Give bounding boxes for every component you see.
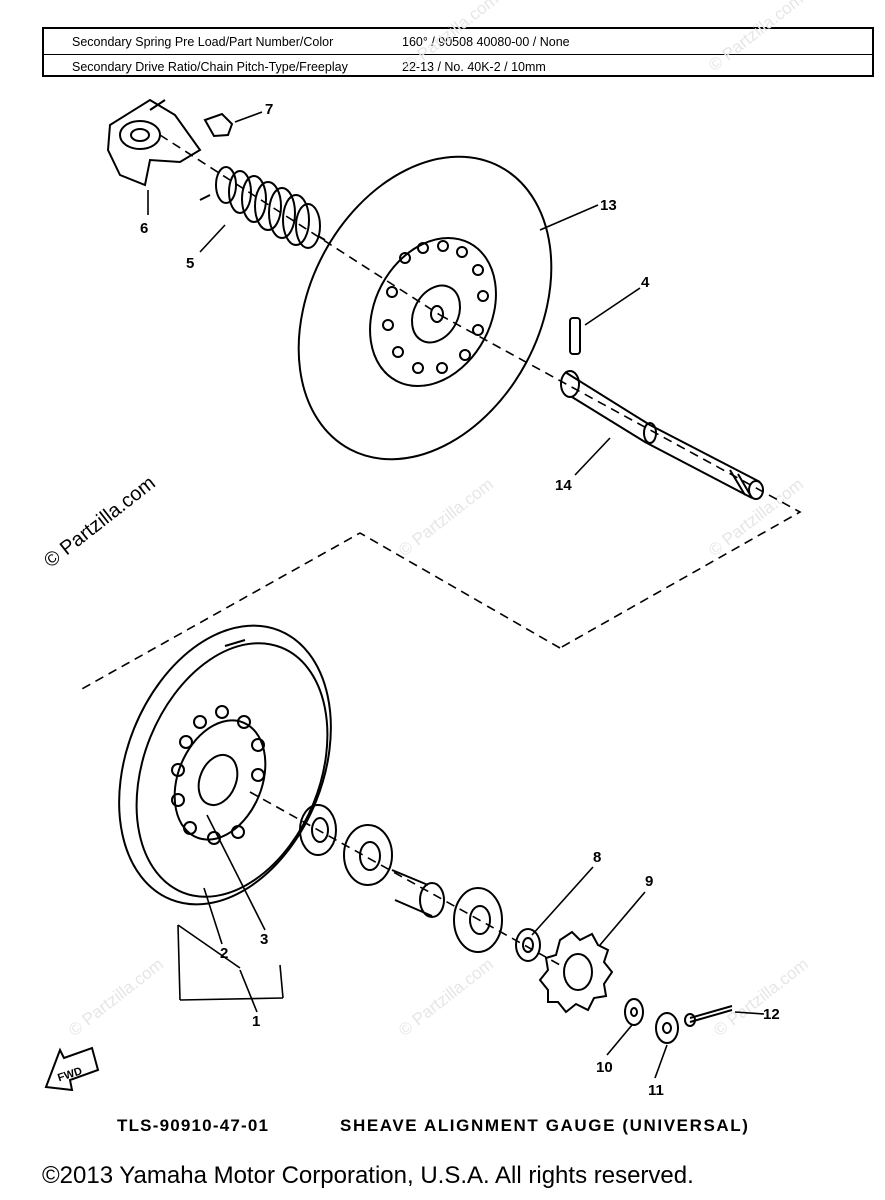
callout-6: 6 <box>140 220 148 237</box>
tool-part-number: TLS-90910-47-01 <box>117 1116 270 1135</box>
callout-8: 8 <box>593 849 601 866</box>
spec-row: Secondary Drive Ratio/Chain Pitch-Type/F… <box>44 54 872 78</box>
alignment-dashed-lines <box>79 134 802 966</box>
cam-bracket-part <box>106 98 202 187</box>
leader-lines <box>147 111 765 1079</box>
callout-2: 2 <box>220 945 228 962</box>
primary-sheave-part <box>118 624 332 906</box>
spec-value: 22-13 / No. 40K-2 / 10mm <box>402 59 546 74</box>
callout-5: 5 <box>186 255 194 272</box>
spring-part <box>199 166 326 249</box>
callout-3: 3 <box>260 931 268 948</box>
washer-part <box>624 998 644 1026</box>
secondary-sheave-part <box>297 155 553 461</box>
pin-part <box>569 317 581 355</box>
callout-14: 14 <box>555 477 572 494</box>
callout-10: 10 <box>596 1059 613 1076</box>
callout-11: 11 <box>648 1082 664 1099</box>
callout-7: 7 <box>265 101 273 118</box>
tool-title: SHEAVE ALIGNMENT GAUGE (UNIVERSAL) <box>340 1116 750 1135</box>
fitting-part <box>203 112 234 138</box>
nut-part <box>655 1012 679 1044</box>
fwd-arrow-icon <box>44 1046 100 1092</box>
shaft-part <box>560 370 764 500</box>
spec-value: 160° / 90508 40080-00 / None <box>402 34 570 49</box>
spec-label: Secondary Spring Pre Load/Part Number/Co… <box>72 34 334 49</box>
callout-13: 13 <box>600 197 617 214</box>
sprocket-part <box>538 930 614 1014</box>
copyright-notice: ©2013 Yamaha Motor Corporation, U.S.A. A… <box>42 1162 694 1189</box>
cotter-pin-part <box>684 1005 733 1027</box>
callout-4: 4 <box>641 274 650 291</box>
bearing-part <box>299 804 503 953</box>
spacer-part <box>515 928 541 962</box>
spec-row: Secondary Spring Pre Load/Part Number/Co… <box>44 30 872 53</box>
callout-12: 12 <box>763 1006 780 1023</box>
callout-9: 9 <box>645 873 653 890</box>
spec-label: Secondary Drive Ratio/Chain Pitch-Type/F… <box>72 59 348 74</box>
callout-1: 1 <box>252 1013 260 1030</box>
spec-table: Secondary Spring Pre Load/Part Number/Co… <box>42 27 874 77</box>
